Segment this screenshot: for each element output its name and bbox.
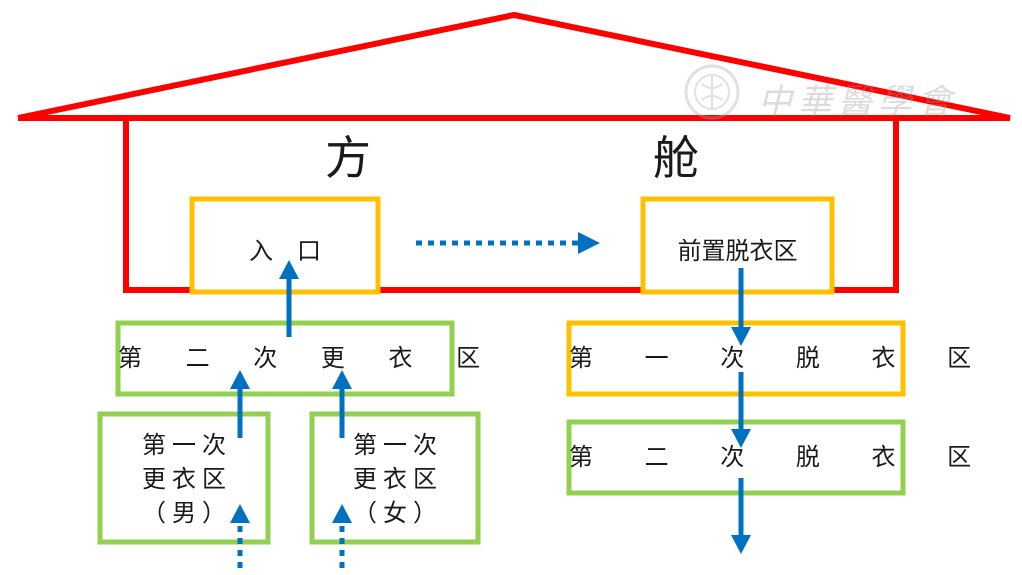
ward-title-left: 方 (325, 131, 371, 185)
seal-icon (684, 64, 740, 120)
first-change-male-line-1: 第一次 (142, 431, 232, 459)
first-undress-label: 第 一 次 脱 衣 区 (569, 344, 994, 372)
flow-arrows (230, 232, 751, 568)
arrow-female-to-second-change-head (332, 370, 352, 389)
arrow-male-to-second-change-head (230, 370, 250, 389)
arrow-pre-undress-to-first-undress-head (731, 327, 751, 346)
second-undress-label: 第 二 次 脱 衣 区 (569, 443, 994, 471)
watermark-text: 中華醫學會 (758, 82, 958, 122)
arrow-exit-head (731, 535, 751, 554)
first-change-male-line-2: 更衣区 (142, 465, 232, 493)
watermark: 中華醫學會 (680, 62, 980, 122)
first-change-female-label: 第一次 更衣区 （女） (312, 428, 484, 530)
first-change-female-line-2: 更衣区 (353, 465, 443, 493)
ward-outline (17, 11, 1011, 293)
first-change-male-line-3: （男） (142, 499, 232, 527)
arrow-into-male-head (230, 504, 250, 523)
ward-title-right: 舱 (653, 131, 699, 185)
first-change-female-line-3: （女） (353, 499, 443, 527)
arrow-first-to-second-undress-head (731, 429, 751, 448)
entrance-label: 入 口 (249, 237, 321, 265)
first-change-male-label: 第一次 更衣区 （男） (100, 428, 274, 530)
roof-line (17, 11, 1011, 121)
pre-undress-label: 前置脱衣区 (677, 237, 798, 265)
first-change-female-line-1: 第一次 (353, 431, 443, 459)
arrow-into-female-head (332, 504, 352, 523)
second-change-label: 第 二 次 更 衣 区 (118, 344, 499, 372)
arrow-entrance-to-pre-undress-head (578, 232, 600, 254)
ward-walls (123, 118, 899, 293)
pre-undress-box (640, 196, 835, 295)
arrow-second-change-to-entrance-head (279, 260, 299, 279)
second-change-box (115, 320, 455, 397)
